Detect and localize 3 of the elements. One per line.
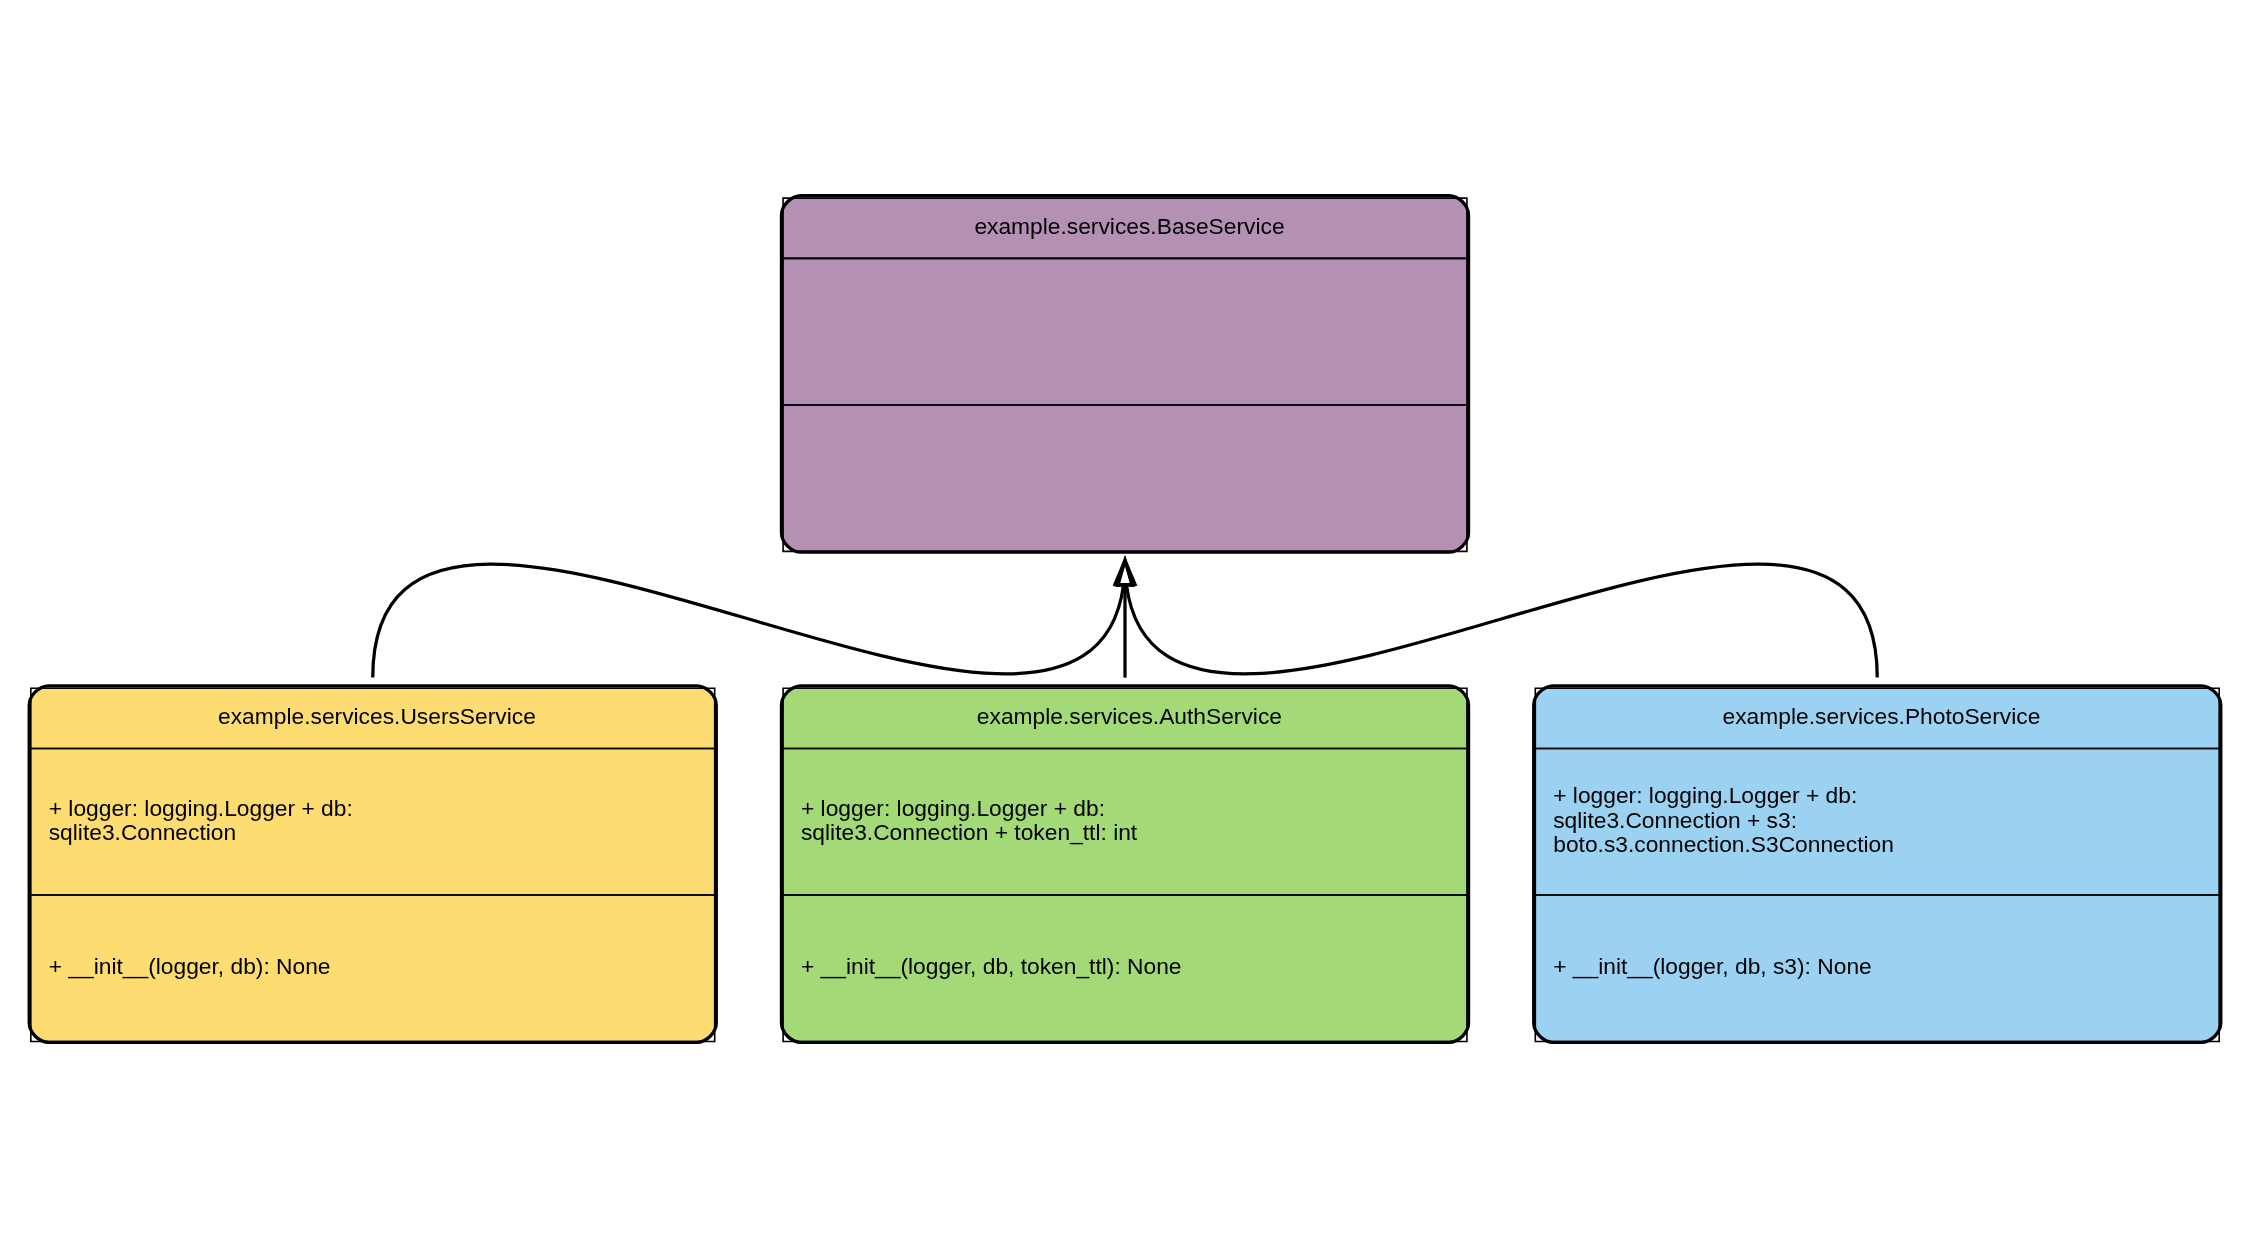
arrow bbox=[371, 555, 1135, 678]
arrow bbox=[1115, 555, 1879, 678]
arrow bbox=[1114, 555, 1136, 678]
